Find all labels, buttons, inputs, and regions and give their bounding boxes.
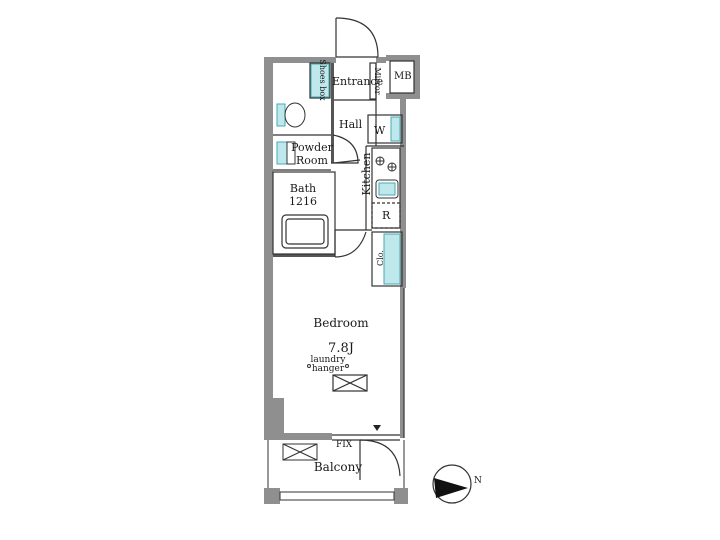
hanger-dot-icon — [307, 364, 311, 368]
entrance-door — [335, 17, 379, 58]
right-wall-upper — [400, 98, 406, 288]
right-wall-lower — [400, 288, 404, 438]
shoes-box-fill — [310, 63, 330, 98]
mirror-strip — [369, 62, 377, 100]
toilet-bowl — [284, 102, 306, 128]
w-fill — [390, 116, 401, 142]
label-mb: MB — [394, 71, 412, 82]
label-fix: FIX — [336, 440, 353, 450]
stove — [375, 156, 397, 172]
left-wall-jog — [264, 398, 284, 440]
interior-lines — [272, 60, 415, 480]
balcony-post-left — [264, 488, 280, 504]
fridge-space — [371, 202, 401, 229]
label-bedroom: Bedroom — [313, 316, 369, 330]
top-wall-left — [264, 57, 336, 63]
label-w: W — [374, 124, 386, 137]
mb-wall — [386, 55, 420, 61]
balcony-hanger-box — [282, 443, 318, 461]
laundry-hanger-box — [332, 374, 368, 392]
vanity-counter — [286, 141, 296, 165]
wet-area-bottom-wall — [273, 254, 335, 257]
label-balcony: Balcony — [314, 460, 362, 474]
label-entrance: Entrance — [332, 75, 383, 88]
compass-needle-icon — [434, 478, 468, 498]
balcony-post-right — [394, 488, 408, 504]
w-closet — [367, 114, 403, 144]
toilet-tank — [276, 103, 286, 127]
walls — [264, 55, 420, 440]
shoes-box — [309, 62, 331, 99]
mb-wall-bottom — [386, 93, 420, 99]
closet-box — [371, 231, 403, 287]
label-hanger: hanger — [312, 364, 345, 374]
label-laundry: laundry — [311, 355, 347, 365]
labels: Entrance Shoes box Mirror MB Hall W Powd… — [289, 59, 412, 474]
compass-north-label: N — [474, 476, 482, 486]
mb-box — [389, 60, 415, 94]
label-bedroom-size: 7.8J — [328, 341, 354, 356]
top-wall-right — [376, 57, 386, 63]
label-powder-room: Powder — [291, 141, 334, 154]
bathtub — [281, 214, 329, 249]
label-hall: Hall — [339, 118, 363, 131]
vanity-sink — [276, 141, 288, 165]
fixtures — [276, 63, 401, 285]
left-wall — [264, 57, 273, 440]
mb-wall-right — [414, 55, 420, 99]
balcony-area — [264, 440, 408, 504]
inner-wall-vertical — [331, 63, 334, 163]
label-r: R — [382, 209, 391, 222]
label-clo: Clo. — [376, 250, 385, 266]
hanger-dot-icon — [345, 364, 349, 368]
powder-room-door — [331, 134, 359, 164]
label-shoes-box: Shoes box — [318, 59, 327, 101]
balcony-rail — [279, 491, 395, 501]
label-bath: Bath — [290, 182, 316, 195]
window-marker — [373, 425, 381, 431]
label-powder-room-2: Room — [296, 154, 329, 167]
kitchen-sink-fill — [378, 182, 396, 196]
label-mirror: Mirror — [373, 67, 382, 94]
label-bath-size: 1216 — [289, 195, 317, 208]
closet-fill — [383, 233, 401, 285]
label-kitchen: Kitchen — [360, 153, 373, 196]
compass: N — [432, 464, 482, 504]
bath-room-box — [272, 171, 336, 255]
bottom-wall — [264, 433, 332, 440]
